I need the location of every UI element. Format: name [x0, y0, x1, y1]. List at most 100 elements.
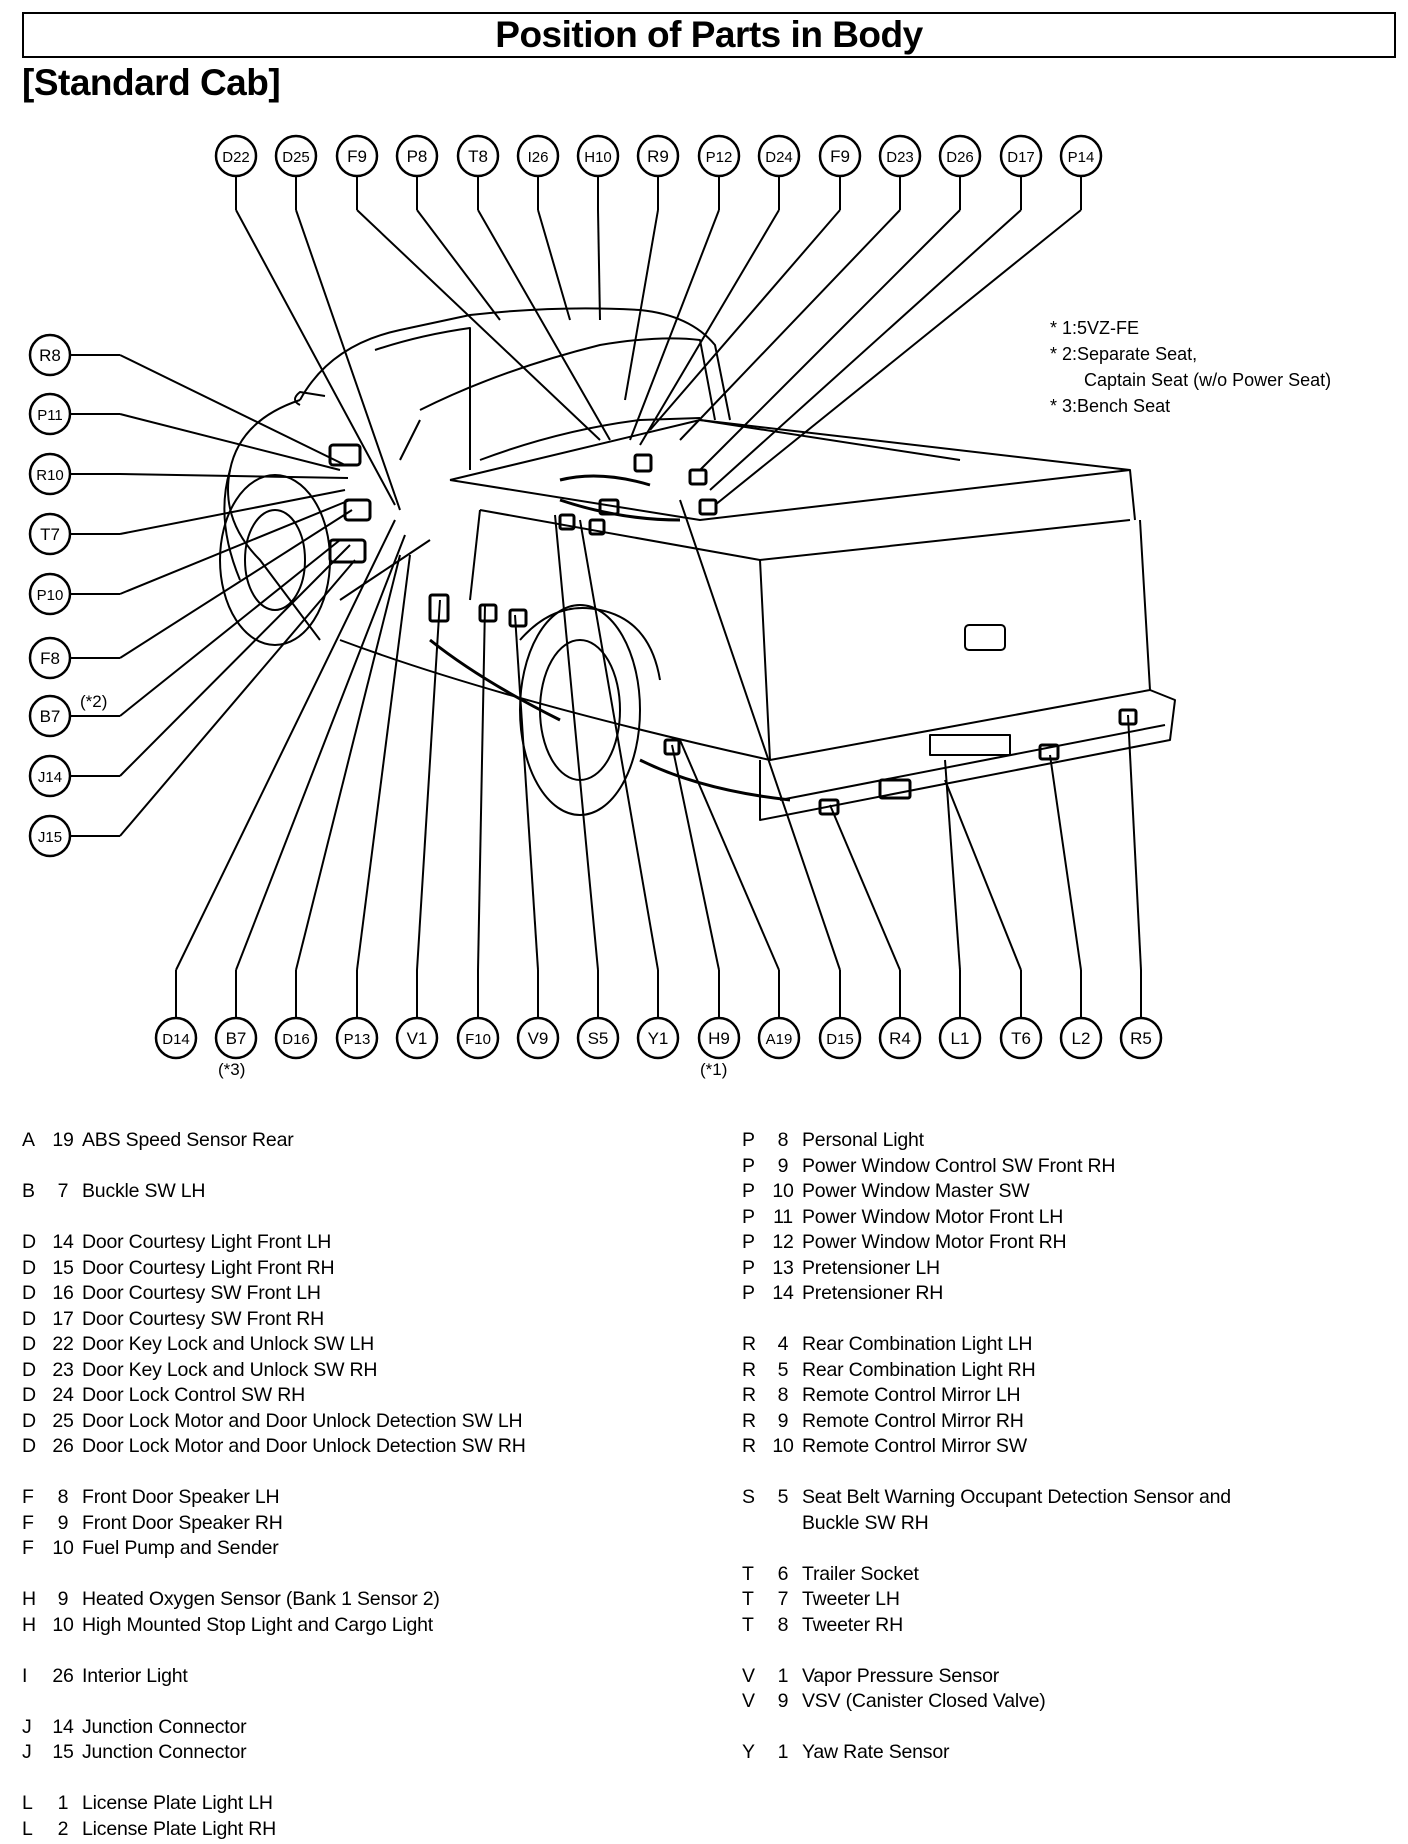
leader-line: [119, 509, 353, 659]
callout-circle: [757, 1016, 801, 1060]
callout-text: V1: [407, 1029, 428, 1048]
callout-b7: B7: [214, 1016, 258, 1060]
callout-s5: S5: [576, 1016, 620, 1060]
callout-text: D14: [162, 1031, 190, 1048]
callout-circle: [757, 134, 801, 178]
callout-r4: R4: [878, 1016, 922, 1060]
legend-letter: F: [22, 1511, 34, 1534]
callout-circle: [516, 134, 560, 178]
page-subtitle: [Standard Cab]: [22, 62, 281, 103]
callout-text: J14: [38, 769, 62, 786]
legend-name: Front Door Speaker RH: [82, 1511, 283, 1534]
callout-d24: D24: [757, 134, 801, 178]
callout-circle: [28, 754, 72, 798]
legend-name: Door Courtesy SW Front RH: [82, 1307, 325, 1330]
leader-line: [119, 473, 349, 479]
callout-t6: T6: [999, 1016, 1043, 1060]
legend-letter: T: [742, 1588, 754, 1610]
callout-text: D26: [946, 149, 974, 166]
callout-j14: J14: [28, 754, 72, 798]
legend-number: 26: [52, 1664, 74, 1687]
callout-circle: [335, 1016, 379, 1060]
callout-text: L1: [951, 1029, 970, 1048]
callout-text: D22: [222, 149, 250, 166]
legend-letter: R: [742, 1333, 756, 1355]
leader-line: [679, 499, 841, 971]
callout-circle: [818, 1016, 862, 1060]
callout-circle: [28, 814, 72, 858]
callout-text: Y1: [648, 1029, 669, 1048]
callout-circle: [1059, 1016, 1103, 1060]
leader-line: [235, 209, 396, 506]
callout-p13: P13: [335, 1016, 379, 1060]
callout-d16: D16: [274, 1016, 318, 1060]
legend-name: Remote Control Mirror SW: [802, 1435, 1027, 1457]
legend-letter: B: [22, 1180, 35, 1202]
legend-name: License Plate Light RH: [82, 1817, 276, 1840]
legend-number: 25: [52, 1409, 74, 1432]
truck-outline: [219, 307, 1176, 821]
callout-p10: P10: [28, 572, 72, 616]
callout-circle: [28, 636, 72, 680]
callout-text: R9: [647, 147, 669, 166]
callout-p14: P14: [1059, 134, 1103, 178]
legend-name: Interior Light: [82, 1664, 188, 1687]
callout-d14: D14: [154, 1016, 198, 1060]
legend-number: 5: [777, 1486, 789, 1508]
legend-number: 22: [52, 1333, 74, 1355]
callout-text: A19: [766, 1031, 793, 1048]
callout-circle: [938, 1016, 982, 1060]
legend-letter: D: [22, 1409, 36, 1432]
legend-number: 10: [772, 1435, 794, 1457]
leader-lines: [70, 176, 1142, 1018]
leader-line: [1127, 714, 1142, 971]
callout-text: D16: [282, 1031, 310, 1048]
callout-text: I26: [528, 149, 549, 166]
legend-letter: S: [742, 1486, 755, 1508]
legend-number: 10: [52, 1537, 74, 1559]
legend-number: 9: [777, 1409, 789, 1432]
legend-name: Rear Combination Light RH: [802, 1358, 1036, 1381]
legend-name: Door Courtesy SW Front LH: [82, 1282, 321, 1304]
legend-letter: D: [22, 1282, 36, 1304]
legend-name: High Mounted Stop Light and Cargo Light: [82, 1613, 434, 1636]
legend-number: 8: [777, 1129, 789, 1151]
legend-name: Power Window Motor Front LH: [802, 1205, 1064, 1228]
leader-line: [477, 209, 611, 441]
legend-letter: D: [22, 1256, 36, 1279]
callout-v9: V9: [516, 1016, 560, 1060]
callout-text: R10: [36, 467, 64, 484]
legend-number: 9: [57, 1588, 69, 1610]
callout-circle: [999, 1016, 1043, 1060]
callout-l1: L1: [938, 1016, 982, 1060]
callout-text: F8: [40, 649, 60, 668]
callout-text: P8: [407, 147, 428, 166]
note-1: * 1:5VZ-FE: [1050, 318, 1140, 338]
legend-letter: D: [22, 1358, 36, 1381]
callout-circle: [576, 134, 620, 178]
leader-line: [624, 209, 659, 401]
callout-circle: [28, 392, 72, 436]
callout-r10: R10: [28, 452, 72, 496]
leader-line: [477, 604, 486, 971]
callout-circle: [1059, 134, 1103, 178]
callout-text: B7: [40, 707, 61, 726]
callout-r9: R9: [636, 134, 680, 178]
callout-text: D17: [1007, 149, 1035, 166]
callout-circle: [697, 1016, 741, 1060]
callout-text: F10: [465, 1031, 491, 1048]
legend-name: VSV (Canister Closed Valve): [802, 1690, 1046, 1712]
legend-name: Door Key Lock and Unlock SW LH: [82, 1333, 375, 1355]
